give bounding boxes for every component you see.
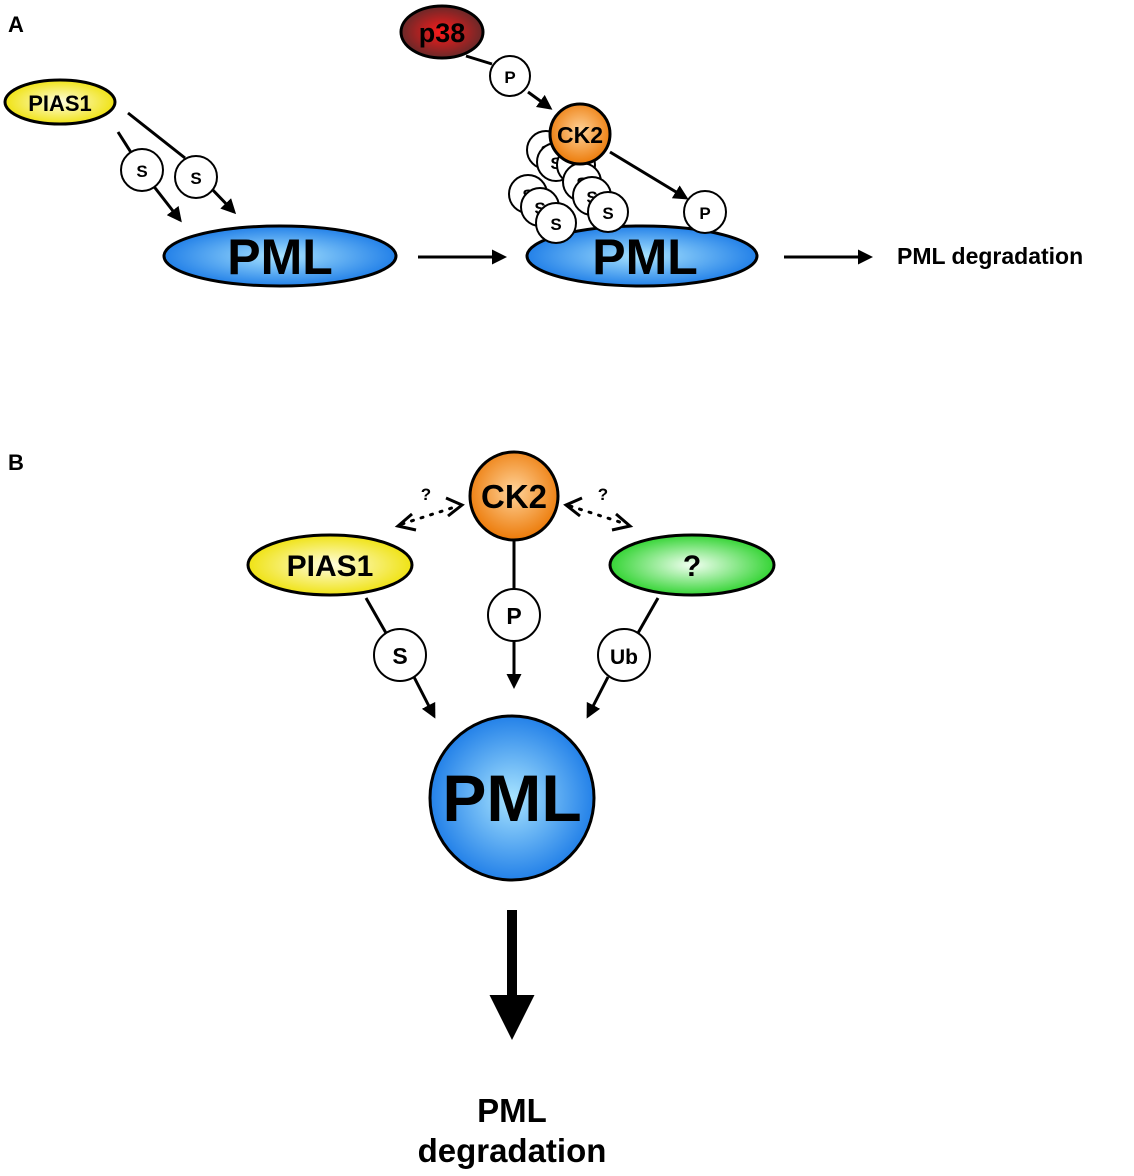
panel-a-arrow-pias1-1a — [116, 131, 134, 155]
panel-a-sumo-badge-2: S — [174, 155, 218, 199]
panel-b-outcome-line1: PML — [477, 1092, 547, 1129]
panel-b-dotted-arrow-right — [568, 504, 628, 526]
svg-text:S: S — [550, 154, 561, 173]
panel-b-question-right: ? — [598, 485, 608, 504]
panel-b-pias1: PIAS1 — [246, 533, 414, 597]
panel-b-arrow-ub-b — [586, 676, 610, 719]
panel-b-ubiquitin-badge: Ub — [597, 628, 651, 682]
panel-b-phospho-label: P — [506, 603, 521, 629]
panel-a-phospho-badge-pml: P — [683, 190, 727, 234]
panel-a-sumo-label-2: S — [190, 169, 201, 188]
panel-b-dotted-arrowhead-left-1 — [394, 512, 417, 532]
panel-a-p38: p38 — [399, 4, 485, 60]
panel-a: A PIAS1 S S PML p38 — [3, 4, 1083, 288]
panel-b-ubiquitin-label: Ub — [610, 646, 638, 669]
panel-a-sumo-badge-1: S — [120, 148, 164, 192]
panel-a-pml-right-label: PML — [592, 229, 698, 285]
panel-b-ck2-label: CK2 — [481, 478, 547, 515]
panel-b-pias1-label: PIAS1 — [287, 550, 374, 583]
panel-b-question-left: ? — [421, 485, 431, 504]
panel-b-dotted-arrow-left — [400, 504, 460, 526]
panel-b-pml: PML — [428, 714, 596, 882]
panel-b-ck2: CK2 — [468, 450, 560, 542]
panel-b-pml-label: PML — [442, 761, 581, 835]
panel-a-sumo-chain-badge: S — [535, 202, 577, 244]
panel-a-phospho-label-pml: P — [699, 204, 710, 223]
panel-b-phospho-badge: P — [487, 588, 541, 642]
panel-b-dotted-arrowhead-right-1 — [563, 496, 583, 518]
panel-a-arrow-pias1-2a — [127, 111, 186, 160]
panel-b: B ? ? CK2 PIAS1 ? S — [8, 450, 776, 1169]
panel-b-unknown-label: ? — [683, 550, 701, 583]
panel-a-ck2: CK2 — [548, 102, 612, 166]
panel-a-pml-left: PML — [162, 224, 398, 288]
panel-a-pml-left-label: PML — [227, 229, 333, 285]
panel-b-arrow-pias1-a — [364, 597, 388, 634]
panel-b-arrow-pias1-b — [412, 676, 436, 719]
panel-a-phospho-label-p38: P — [504, 68, 515, 87]
panel-a-pias1-label: PIAS1 — [28, 91, 92, 116]
panel-a-pml-right: PML — [525, 224, 759, 288]
svg-text:S: S — [602, 204, 613, 223]
panel-a-sumo-chain: S S S S S S S — [508, 130, 629, 244]
panel-a-p38-label: p38 — [419, 18, 466, 48]
panel-a-pias1: PIAS1 — [3, 78, 117, 126]
panel-a-phospho-badge-p38: P — [489, 55, 531, 97]
panel-a-label: A — [8, 12, 24, 37]
panel-a-arrow-p38-b — [527, 90, 553, 110]
panel-b-dotted-arrowhead-left-2 — [445, 496, 465, 518]
panel-b-sumo-label: S — [392, 643, 407, 669]
panel-a-sumo-chain-badge: S — [587, 191, 629, 233]
panel-a-arrow-p38-a — [465, 54, 493, 66]
svg-text:S: S — [550, 215, 561, 234]
svg-text:S: S — [586, 188, 597, 207]
panel-b-outcome-line2: degradation — [418, 1132, 607, 1169]
svg-text:S: S — [534, 199, 545, 218]
panel-a-sumo-label-1: S — [136, 162, 147, 181]
panel-b-unknown-factor: ? — [608, 533, 776, 597]
panel-a-outcome: PML degradation — [897, 243, 1083, 269]
panel-b-arrow-ub-a — [636, 597, 660, 634]
panel-b-label: B — [8, 450, 24, 475]
panel-a-ck2-label: CK2 — [557, 122, 603, 148]
panel-a-arrow-ck2 — [609, 150, 689, 200]
panel-a-arrow-pias1-1b — [150, 183, 182, 223]
panel-b-dotted-arrowhead-right-2 — [611, 512, 634, 532]
panel-b-sumo-badge: S — [373, 628, 427, 682]
